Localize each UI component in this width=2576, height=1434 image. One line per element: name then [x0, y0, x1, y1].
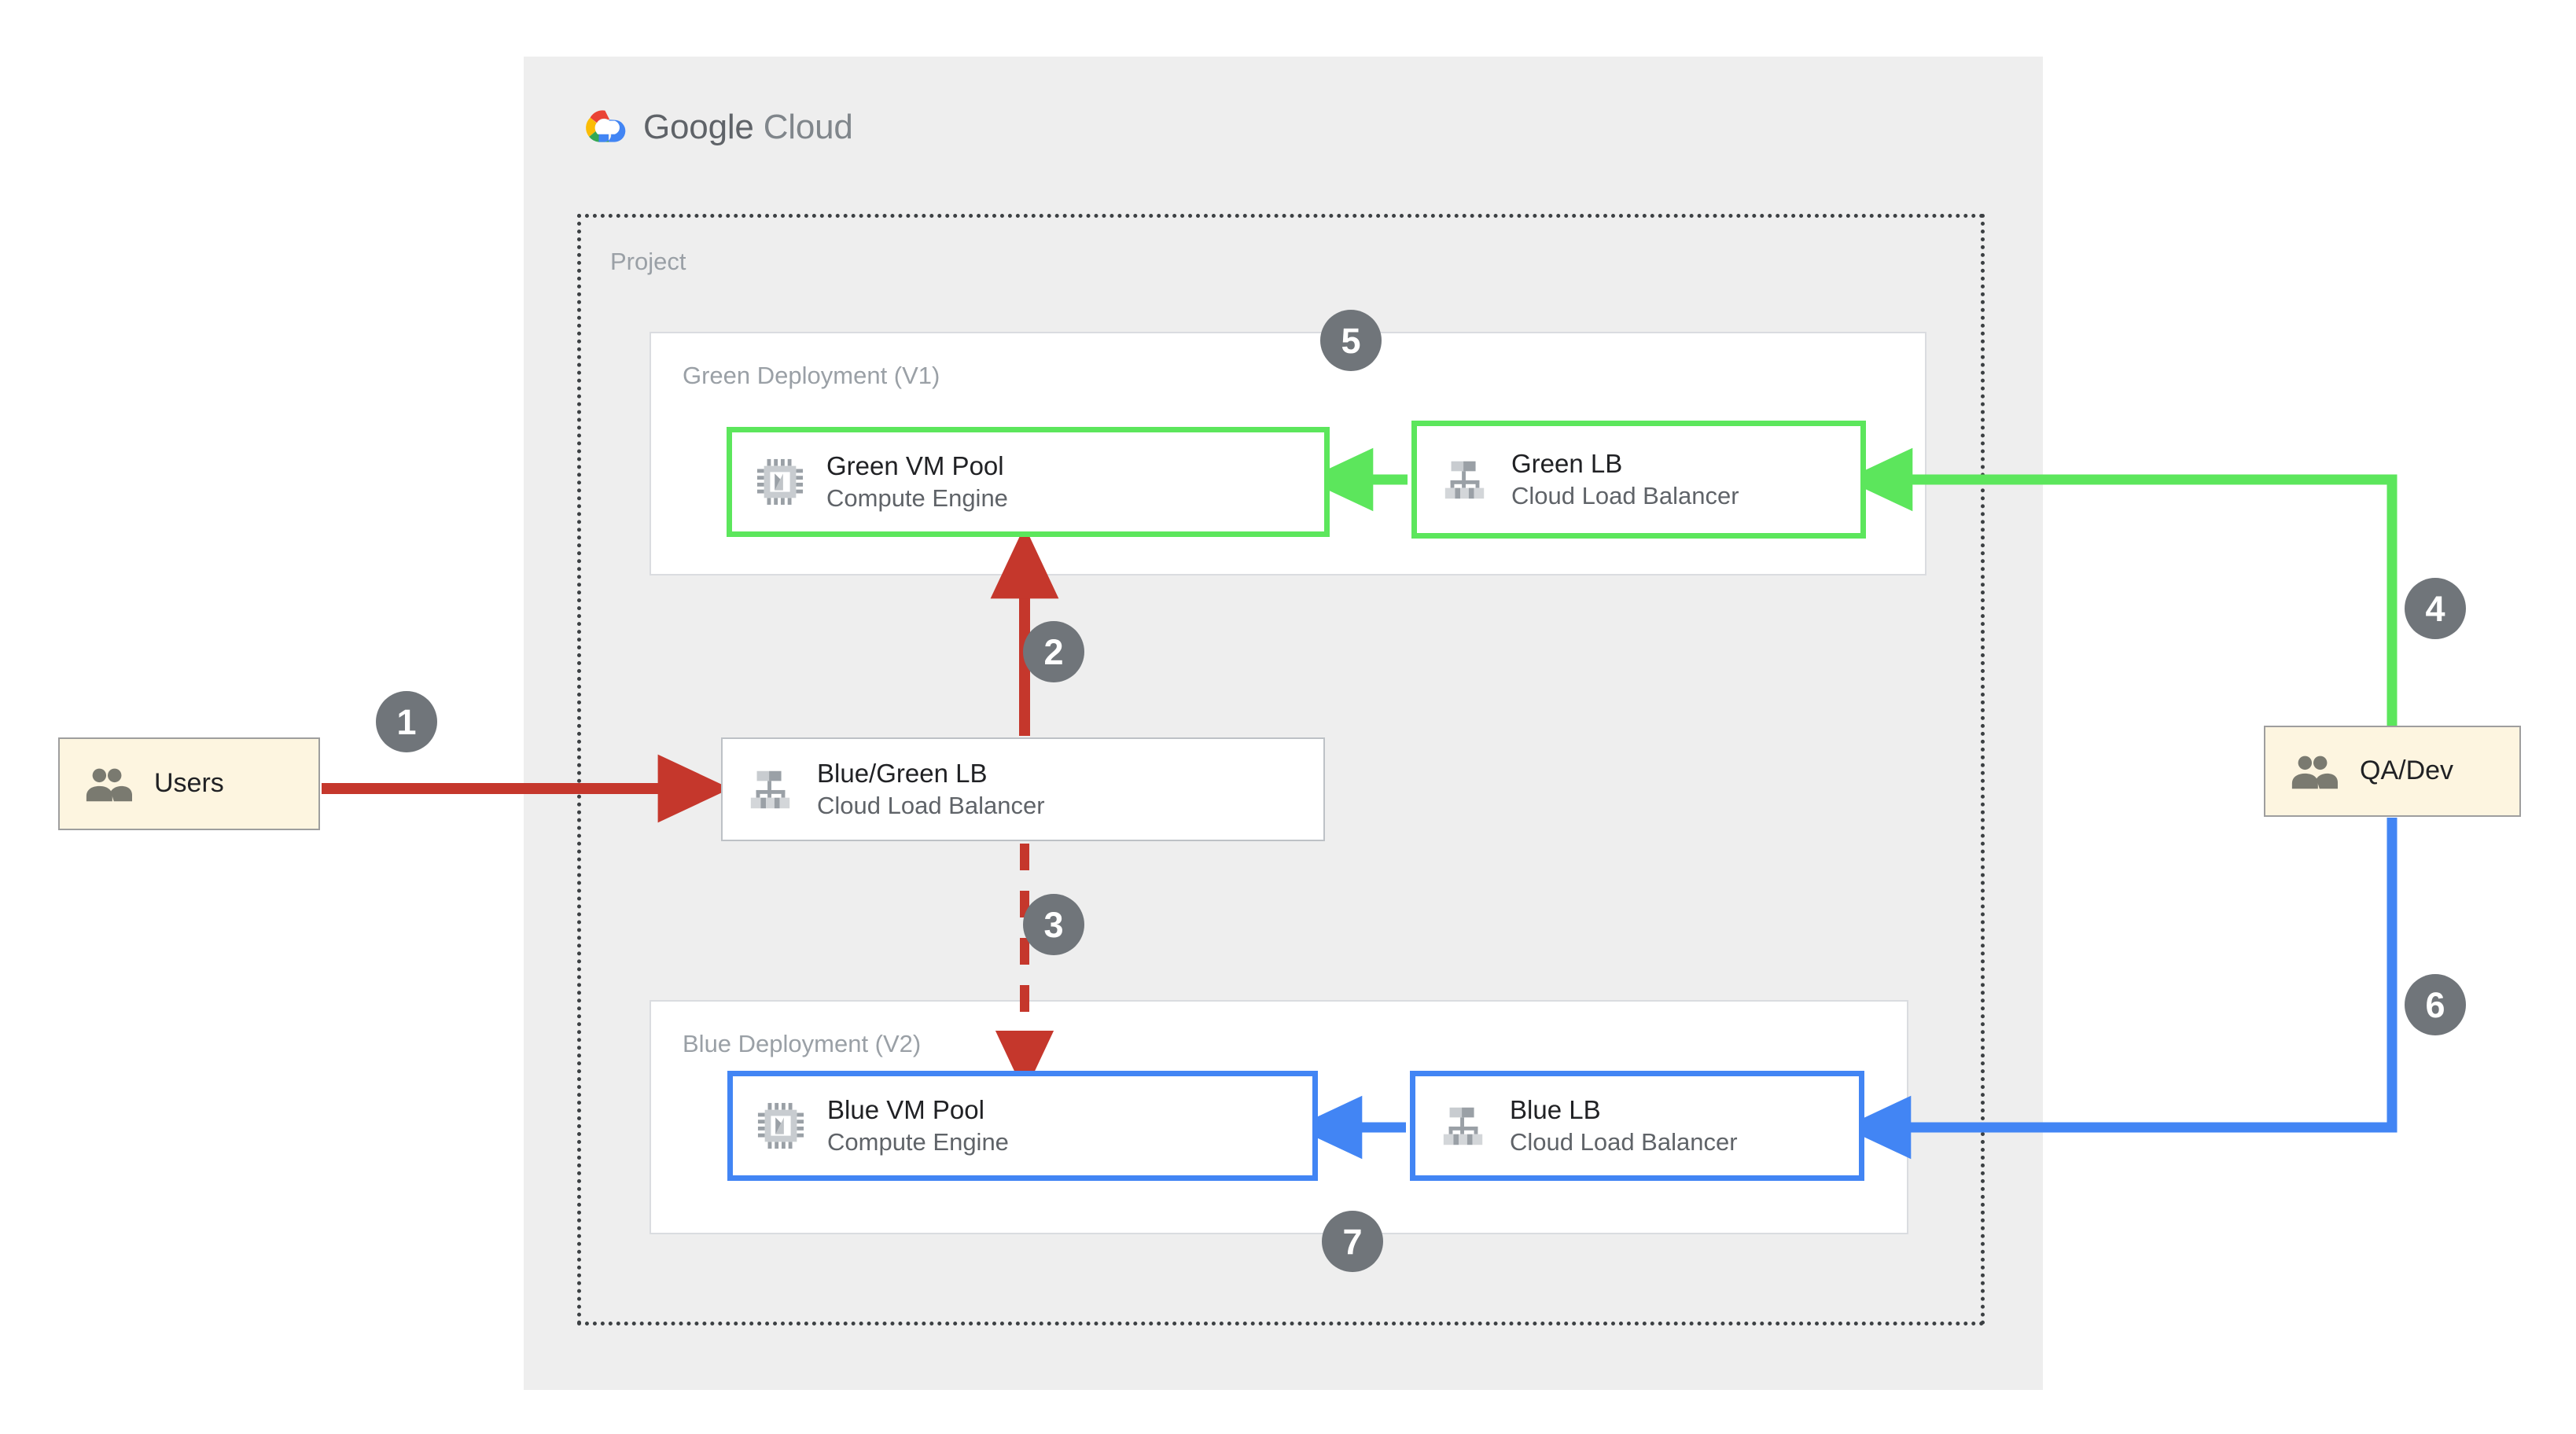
step-marker-6: 6 — [2405, 974, 2466, 1035]
green-deployment-title: Green Deployment (V1) — [683, 362, 940, 389]
blue-vm-pool-text: Blue VM Pool Compute Engine — [827, 1094, 1009, 1158]
project-label: Project — [610, 248, 686, 275]
people-icon — [86, 768, 132, 802]
blue-deployment-title: Blue Deployment (V2) — [683, 1030, 922, 1057]
step-marker-4: 4 — [2405, 578, 2466, 639]
blue-lb-node[interactable]: Blue LB Cloud Load Balancer — [1410, 1071, 1864, 1181]
step-marker-7: 7 — [1322, 1211, 1383, 1272]
blue-lb-subtitle: Cloud Load Balancer — [1510, 1128, 1738, 1156]
blue-lb-title: Blue LB — [1510, 1095, 1601, 1125]
project-boundary — [577, 214, 1985, 1326]
bluegreen-lb-subtitle: Cloud Load Balancer — [817, 792, 1045, 820]
step-marker-5: 5 — [1320, 310, 1382, 371]
blue-lb-text: Blue LB Cloud Load Balancer — [1510, 1094, 1738, 1158]
users-node[interactable]: Users — [58, 737, 320, 830]
blue-vm-pool-title: Blue VM Pool — [827, 1095, 984, 1125]
users-text: Users — [154, 767, 224, 801]
bluegreen-lb-title: Blue/Green LB — [817, 759, 988, 789]
green-vm-pool-node[interactable]: Green VM Pool Compute Engine — [727, 427, 1330, 537]
step-marker-3: 3 — [1023, 894, 1084, 955]
google-cloud-logo-icon — [586, 110, 626, 142]
green-vm-pool-subtitle: Compute Engine — [826, 484, 1008, 513]
step-marker-2: 2 — [1023, 621, 1084, 682]
compute-engine-icon — [756, 458, 804, 506]
green-lb-title: Green LB — [1511, 449, 1623, 479]
brand-secondary: Cloud — [763, 108, 853, 146]
cloud-load-balancer-icon — [750, 770, 790, 809]
compute-engine-icon — [757, 1102, 804, 1149]
qadev-text: QA/Dev — [2360, 754, 2453, 789]
cloud-load-balancer-icon — [1444, 461, 1485, 499]
blue-vm-pool-node[interactable]: Blue VM Pool Compute Engine — [727, 1071, 1318, 1181]
green-lb-node[interactable]: Green LB Cloud Load Balancer — [1411, 421, 1866, 539]
qadev-node[interactable]: QA/Dev — [2264, 726, 2521, 817]
blue-vm-pool-subtitle: Compute Engine — [827, 1128, 1009, 1156]
people-icon — [2291, 756, 2338, 789]
users-title: Users — [154, 768, 224, 799]
bluegreen-lb-node[interactable]: Blue/Green LB Cloud Load Balancer — [721, 737, 1325, 841]
bluegreen-lb-text: Blue/Green LB Cloud Load Balancer — [817, 757, 1045, 822]
green-vm-pool-text: Green VM Pool Compute Engine — [826, 450, 1008, 514]
google-cloud-wordmark: Google Cloud — [643, 108, 853, 147]
cloud-load-balancer-icon — [1443, 1107, 1483, 1145]
green-lb-text: Green LB Cloud Load Balancer — [1511, 447, 1739, 512]
step-marker-1: 1 — [376, 691, 437, 752]
brand-primary: Google — [643, 108, 754, 146]
google-cloud-brand: Google Cloud — [579, 102, 853, 153]
qadev-title: QA/Dev — [2360, 756, 2454, 786]
green-vm-pool-title: Green VM Pool — [826, 451, 1004, 481]
green-lb-subtitle: Cloud Load Balancer — [1511, 482, 1739, 510]
